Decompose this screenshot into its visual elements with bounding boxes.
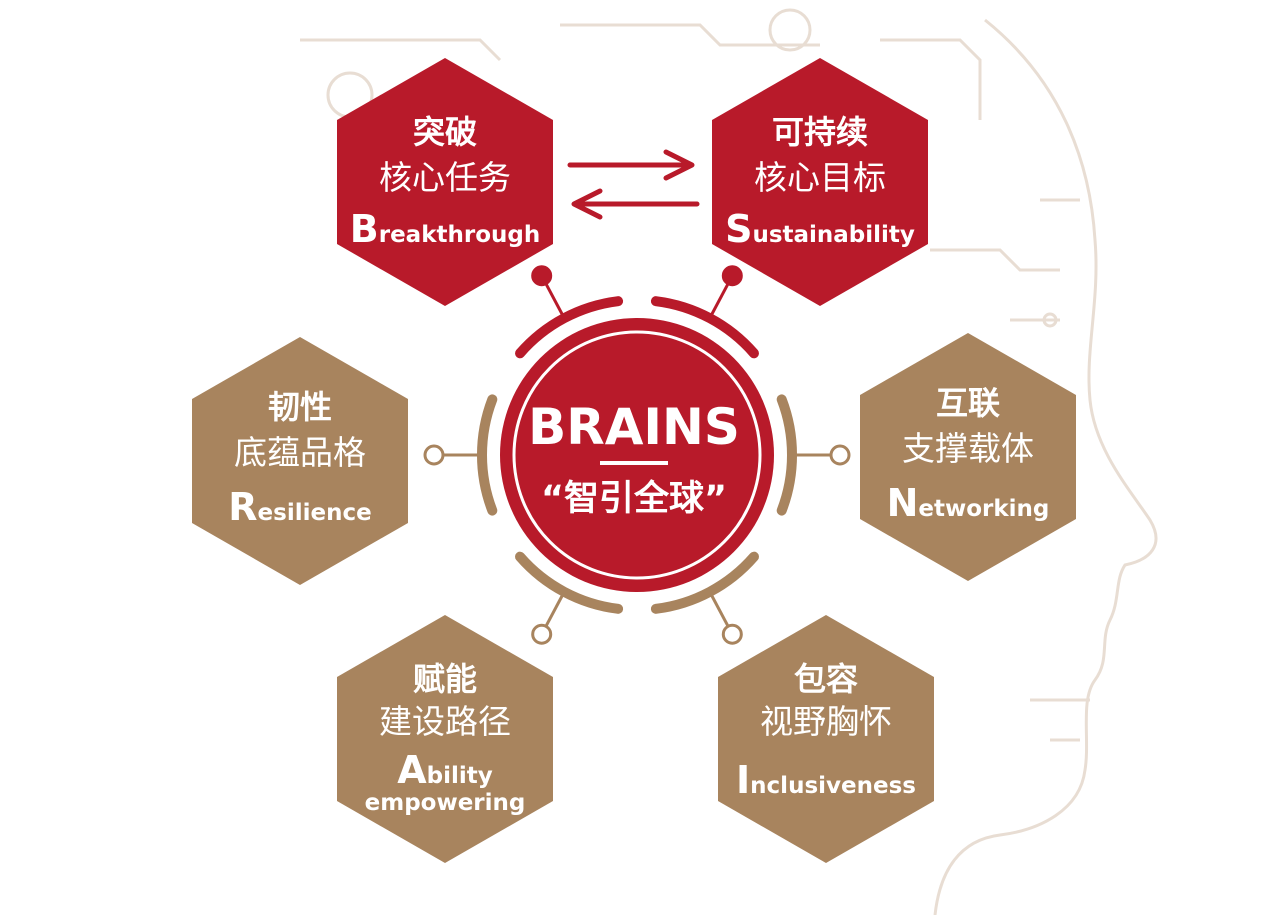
hexagon-english: Breakthrough	[350, 207, 540, 251]
circuit-line	[880, 38, 982, 120]
connector-stem	[545, 594, 564, 627]
connector-arc	[650, 551, 759, 614]
hexagon-subtitle: 核心目标	[754, 158, 886, 197]
connectors	[423, 265, 851, 645]
hexagon-breakthrough: 突破 核心任务 Breakthrough	[337, 58, 553, 306]
circuit-node	[1042, 312, 1058, 328]
center-title: BRAINS	[528, 398, 740, 456]
center-circle-ring	[512, 330, 762, 580]
hexagon-english-line2: empowering	[365, 790, 526, 816]
connector-arc	[650, 296, 759, 359]
hexagon-title: 韧性	[268, 388, 332, 426]
connector-dot	[829, 444, 851, 466]
circuit-line	[930, 248, 1060, 272]
hexagon-subtitle: 支撑载体	[902, 429, 1034, 468]
connector-arc	[515, 296, 624, 359]
center-badge: BRAINS “智引全球”	[500, 318, 774, 592]
hexagon-english: Sustainability	[725, 207, 915, 251]
connector-stem	[710, 283, 729, 316]
circuit-node	[768, 8, 812, 52]
connector-dot	[531, 623, 553, 645]
connector-stem	[545, 283, 564, 316]
hexagon-shape	[718, 615, 934, 863]
hexagon-subtitle: 核心任务	[379, 158, 511, 197]
exchange-arrows	[567, 149, 700, 220]
hexagon-sustainability: 可持续 核心目标 Sustainability	[712, 58, 928, 306]
circuit-line	[300, 38, 502, 62]
hexagon-inclusiveness: 包容 视野胸怀 Inclusiveness	[718, 615, 934, 863]
hexagon-english: Resilience	[228, 485, 371, 529]
center-circle	[500, 318, 774, 592]
hexagon-shape	[337, 615, 553, 863]
connector-arc	[477, 394, 498, 516]
hexagon-subtitle: 底蕴品格	[234, 433, 366, 472]
hexagon-subtitle: 建设路径	[379, 702, 511, 741]
connector-stem	[710, 594, 729, 627]
circuit-line	[560, 23, 820, 47]
connector-dot	[531, 265, 553, 287]
hexagon-english: Inclusiveness	[736, 758, 916, 802]
hexagon-title: 突破	[413, 113, 477, 151]
hexagon-networking: 互联 支撑载体 Networking	[860, 333, 1076, 581]
hexagon-shape	[860, 333, 1076, 581]
connector-arc	[515, 551, 624, 614]
connector-dot	[423, 444, 445, 466]
hexagon-title: 互联	[936, 384, 1000, 422]
hexagon-title: 包容	[794, 660, 858, 698]
hexagon-title: 可持续	[772, 113, 868, 151]
hexagon-english: Ability	[397, 748, 493, 792]
arrow-right-icon	[567, 149, 695, 181]
head-silhouette	[933, 18, 1158, 915]
hexagon-english: Networking	[887, 481, 1050, 525]
hexagon-shape	[712, 58, 928, 306]
connector-dot	[721, 623, 743, 645]
connector-arc	[776, 394, 797, 516]
arrow-left-icon	[571, 188, 700, 220]
center-subtitle: “智引全球”	[541, 478, 727, 519]
hexagon-resilience: 韧性 底蕴品格 Resilience	[192, 337, 408, 585]
hexagon-subtitle: 视野胸怀	[760, 702, 892, 741]
center-divider	[600, 461, 668, 465]
hexagon-title: 赋能	[413, 660, 477, 698]
hexagon-shape	[337, 58, 553, 306]
hexagon-shape	[192, 337, 408, 585]
hexagon-ability: 赋能 建设路径 Ability empowering	[337, 615, 553, 863]
connector-dot	[721, 265, 743, 287]
